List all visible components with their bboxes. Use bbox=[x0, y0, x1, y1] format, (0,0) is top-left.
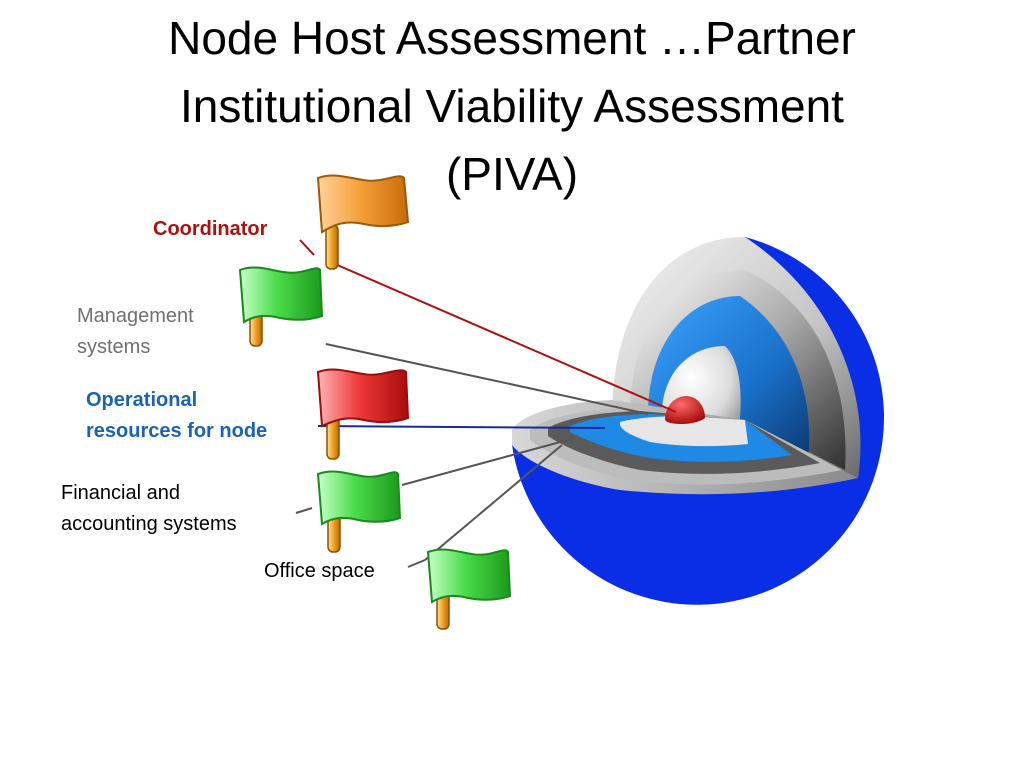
coordinator-connector bbox=[299, 239, 315, 256]
coordinator-flag bbox=[316, 174, 410, 270]
office-flag bbox=[426, 548, 512, 630]
office-connector bbox=[407, 559, 426, 568]
operational-label: Operational resources for node bbox=[86, 385, 267, 447]
operational-line bbox=[317, 425, 606, 429]
management-label: Management systems bbox=[77, 301, 194, 363]
management-flag bbox=[238, 266, 324, 347]
coordinator-label: Coordinator bbox=[153, 214, 267, 245]
financial-label-line-1: Financial and bbox=[61, 482, 180, 504]
office-label-text: Office space bbox=[264, 560, 375, 582]
operational-label-line-1: Operational bbox=[86, 389, 198, 411]
operational-label-line-2: resources for node bbox=[86, 420, 268, 442]
operational-flag bbox=[316, 368, 410, 460]
title-line-1: Node Host Assessment …Partner bbox=[168, 12, 856, 64]
financial-flag bbox=[316, 470, 402, 553]
title-line-3: (PIVA) bbox=[445, 148, 579, 200]
financial-connector bbox=[295, 507, 313, 514]
title-line-2: Institutional Viability Assessment bbox=[180, 80, 844, 132]
horizontal-disks bbox=[512, 400, 858, 495]
vertical-shells bbox=[612, 237, 861, 478]
coordinator-line bbox=[334, 263, 677, 413]
management-label-line-1: Management bbox=[77, 305, 194, 327]
management-line bbox=[325, 343, 649, 415]
management-label-line-2: systems bbox=[77, 336, 151, 358]
coordinator-label-text: Coordinator bbox=[153, 218, 268, 240]
slide-title: Node Host Assessment …Partner Institutio… bbox=[0, 4, 1024, 208]
red-core bbox=[665, 396, 705, 424]
office-label: Office space bbox=[264, 556, 375, 587]
financial-label: Financial and accounting systems bbox=[61, 478, 237, 540]
financial-label-line-2: accounting systems bbox=[61, 513, 237, 535]
financial-line bbox=[401, 437, 576, 486]
office-line bbox=[424, 444, 563, 561]
